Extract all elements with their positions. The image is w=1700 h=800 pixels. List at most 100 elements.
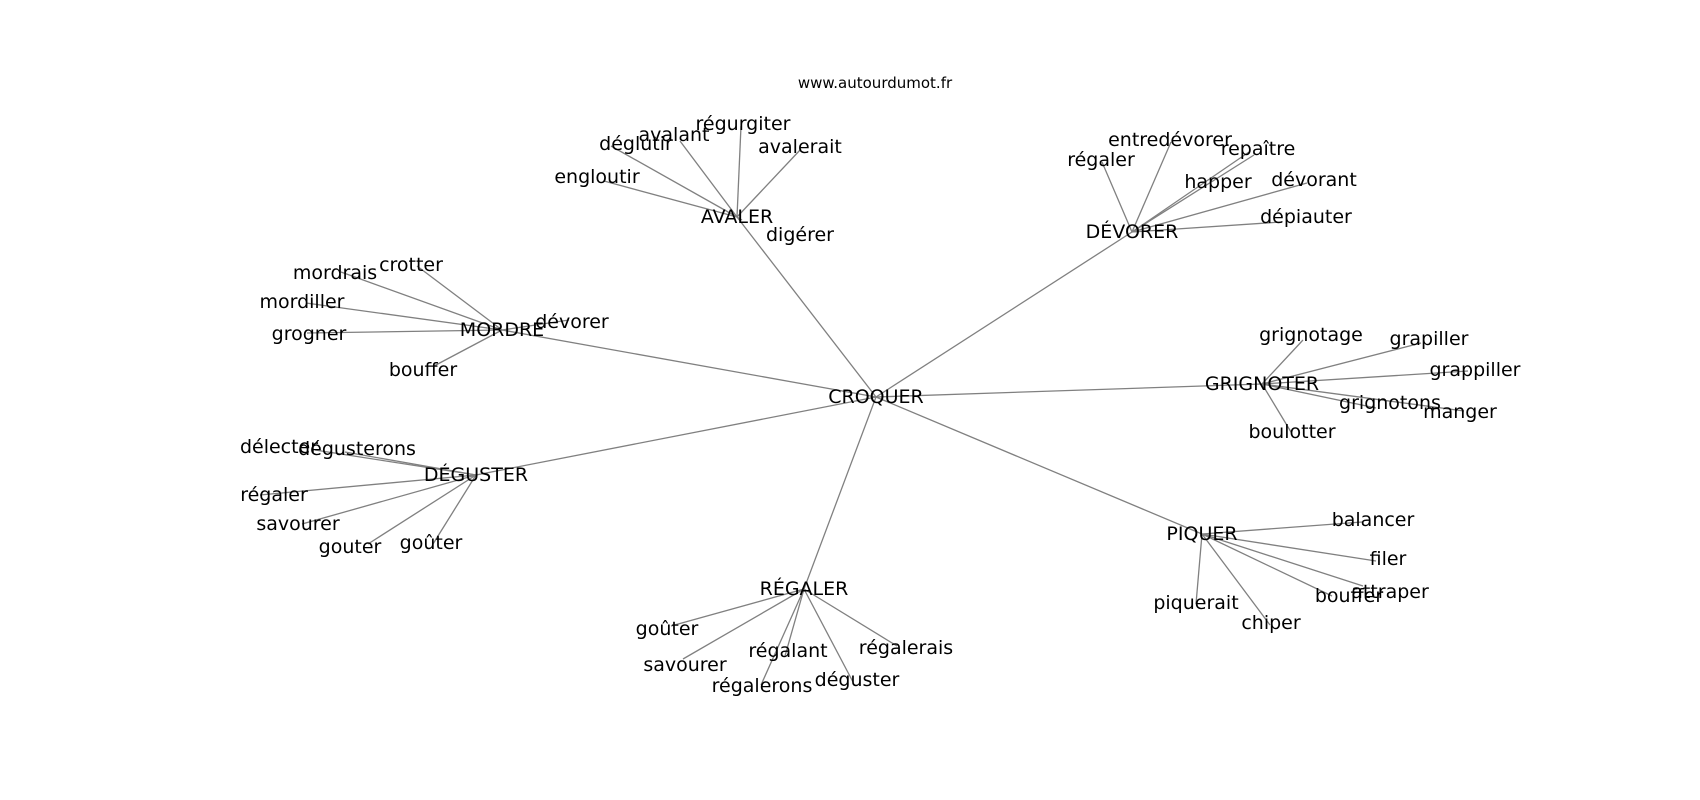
leaf-word-label[interactable]: régalant — [748, 640, 827, 662]
edge-deguster-leaf — [301, 474, 477, 525]
leaf-word-label[interactable]: grignotons — [1339, 392, 1441, 414]
edge-grignoter-leaf — [1261, 339, 1304, 385]
edge-regaler-leaf — [670, 588, 805, 627]
edge-avaler-leaf — [736, 125, 742, 218]
edge-devorer-leaf — [1131, 141, 1172, 233]
watermark: www.autourdumot.fr — [798, 74, 953, 92]
edge-mordre-leaf — [306, 329, 503, 334]
edge-mordre-leaf — [340, 271, 503, 331]
leaf-word-label[interactable]: régaler — [240, 484, 308, 506]
leaf-word-label[interactable]: balancer — [1332, 509, 1415, 531]
edge-center-grignoter — [875, 383, 1263, 398]
leaf-word-label[interactable]: savourer — [643, 654, 727, 676]
leaf-word-label[interactable]: goûter — [636, 618, 699, 640]
leaf-word-label[interactable]: piquerait — [1153, 592, 1238, 614]
leaf-word-label[interactable]: entredévorer — [1108, 129, 1232, 151]
leaf-word-label[interactable]: régalerons — [712, 675, 813, 697]
edge-regaler-leaf — [803, 588, 854, 683]
hub-word-devorer[interactable]: DÉVORER — [1086, 220, 1179, 243]
leaf-word-label[interactable]: engloutir — [554, 166, 639, 188]
leaf-word-label[interactable]: grogner — [272, 323, 347, 345]
labels-layer: engloutir déglutiravalantrégurgiteravaler… — [240, 113, 1521, 697]
leaf-word-label[interactable]: grapiller — [1390, 328, 1469, 350]
edge-center-piquer — [875, 396, 1203, 535]
edge-devorer-leaf — [1131, 151, 1250, 233]
edge-avaler-leaf — [610, 145, 738, 218]
edge-regaler-leaf — [803, 588, 898, 647]
edge-deguster-leaf — [259, 474, 477, 496]
leaf-word-label[interactable]: crotter — [379, 254, 443, 276]
leaf-word-label[interactable]: mordiller — [259, 291, 344, 313]
edge-grignoter-leaf — [1261, 370, 1469, 385]
hub-word-deguster[interactable]: DÉGUSTER — [424, 463, 528, 486]
leaf-word-label[interactable]: déglutir — [599, 133, 673, 155]
edge-devorer-leaf — [1131, 154, 1255, 233]
leaf-word-label[interactable]: grappiller — [1430, 359, 1521, 381]
leaf-word-label[interactable]: dévorer — [535, 311, 609, 333]
edge-deguster-leaf — [432, 474, 477, 545]
leaf-word-label[interactable]: bouffer — [1315, 585, 1384, 607]
leaf-word-label[interactable]: dégusterons — [298, 438, 416, 460]
edge-center-mordre — [501, 329, 877, 398]
leaf-word-label[interactable]: gouter — [319, 536, 382, 558]
leaf-word-label[interactable]: dévorant — [1271, 169, 1357, 191]
center-word-label[interactable]: CROQUER — [828, 386, 924, 408]
edge-mordre-leaf — [305, 302, 503, 331]
edge-piquer-leaf — [1201, 533, 1377, 562]
leaf-word-label[interactable]: manger — [1423, 401, 1497, 423]
hub-word-piquer[interactable]: PIQUER — [1166, 523, 1237, 545]
edge-mordre-leaf — [501, 319, 570, 331]
hub-word-mordre[interactable]: MORDRE — [460, 319, 544, 341]
edge-avaler-leaf — [679, 140, 738, 218]
leaf-word-label[interactable]: dépiauter — [1260, 206, 1352, 228]
edge-center-devorer — [875, 231, 1133, 398]
leaf-word-label[interactable]: avalerait — [758, 136, 842, 158]
edge-piquer-leaf — [1201, 533, 1364, 587]
edge-avaler-leaf — [603, 180, 738, 218]
edge-piquer-leaf — [1201, 521, 1363, 535]
leaf-word-label[interactable]: régaler — [1067, 149, 1135, 171]
edge-deguster-leaf — [344, 451, 477, 476]
leaf-word-label[interactable]: régalerais — [859, 637, 953, 659]
edge-mordre-leaf — [433, 329, 503, 367]
edge-deguster-leaf — [367, 474, 477, 545]
edge-devorer-leaf — [1131, 221, 1282, 233]
edge-center-regaler — [803, 396, 877, 590]
leaf-word-label[interactable]: attraper — [1351, 581, 1429, 603]
leaf-word-label[interactable]: filer — [1370, 548, 1407, 570]
edge-grignoter-leaf — [1261, 342, 1422, 385]
edges-layer — [259, 125, 1469, 686]
edge-piquer-leaf — [1195, 533, 1203, 605]
leaf-word-label[interactable]: repaître — [1221, 138, 1296, 160]
leaf-word-label[interactable]: mordrais — [293, 262, 377, 284]
leaf-word-label[interactable]: grignotage — [1259, 324, 1363, 346]
leaf-word-label[interactable]: goûter — [400, 532, 463, 554]
hub-word-grignoter[interactable]: GRIGNOTER — [1205, 373, 1319, 395]
leaf-word-label[interactable]: déguster — [815, 669, 900, 691]
edge-devorer-leaf — [1101, 161, 1133, 233]
edge-grignoter-leaf — [1261, 383, 1465, 412]
leaf-word-label[interactable]: happer — [1184, 171, 1251, 193]
leaf-word-label[interactable]: boulotter — [1248, 421, 1335, 443]
edge-center-avaler — [736, 216, 877, 398]
edge-mordre-leaf — [416, 265, 503, 331]
leaf-word-label[interactable]: bouffer — [389, 359, 458, 381]
hub-word-regaler[interactable]: RÉGALER — [760, 577, 849, 600]
edge-regaler-leaf — [784, 588, 805, 657]
edge-avaler-leaf — [736, 148, 802, 218]
edge-center-deguster — [475, 396, 877, 476]
leaf-word-label[interactable]: avalant — [639, 124, 710, 146]
edge-piquer-leaf — [1201, 533, 1333, 597]
edge-grignoter-leaf — [1261, 383, 1292, 433]
leaf-word-label[interactable]: chiper — [1241, 612, 1301, 634]
leaf-word-label[interactable]: digérer — [766, 224, 834, 246]
leaf-word-label[interactable]: savourer — [256, 513, 340, 535]
leaf-word-label[interactable]: délecter — [240, 436, 318, 458]
leaf-word-label[interactable]: régurgiter — [696, 113, 791, 135]
edge-regaler-leaf — [682, 588, 805, 660]
edge-avaler-leaf — [736, 216, 743, 221]
edge-piquer-leaf — [1201, 533, 1271, 626]
hub-word-avaler[interactable]: AVALER — [701, 206, 773, 228]
edge-regaler-leaf — [760, 588, 805, 686]
